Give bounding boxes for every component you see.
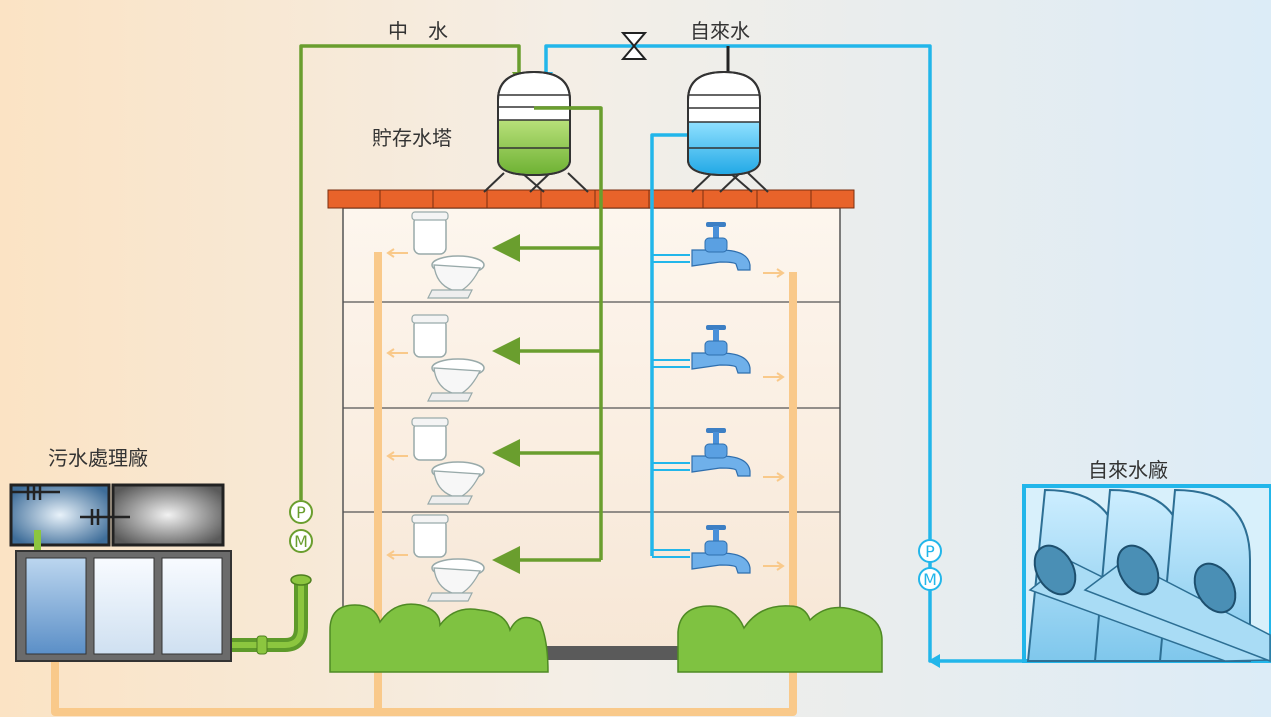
- faucets: [691, 222, 751, 574]
- faucet-icon: [691, 222, 751, 271]
- valve-icon: [620, 32, 648, 60]
- drain-arrows: [386, 248, 785, 571]
- faucet-icon: [691, 525, 751, 574]
- tap-supply-arrow-icon: [928, 654, 940, 668]
- faucet-icon: [691, 325, 751, 374]
- sewage-plant-label: 污水處理廠: [48, 446, 148, 470]
- reclaimed-water-label: 中 水: [388, 19, 448, 43]
- tap-storage-tank: [687, 70, 769, 193]
- pump-symbol-tap: P: [918, 539, 942, 563]
- toilet-icon: [411, 314, 485, 402]
- tap-branch-lines: [652, 254, 690, 558]
- toilet-icon: [411, 417, 485, 505]
- toilets: [411, 211, 485, 602]
- faucet-icon: [691, 428, 751, 477]
- wastewater-return-pipes: [51, 252, 797, 716]
- svg-text:M: M: [294, 532, 308, 551]
- pump-symbol-reclaimed: P: [289, 500, 313, 524]
- toilet-icon: [411, 514, 485, 602]
- waterworks-label: 自來水廠: [1088, 458, 1168, 482]
- toilet-icon: [411, 211, 485, 299]
- sewage-outflow-pipe: [229, 574, 312, 655]
- sewage-treatment-plant: [9, 483, 232, 662]
- waterworks: [1022, 484, 1271, 663]
- svg-text:P: P: [925, 542, 935, 561]
- svg-text:M: M: [923, 570, 937, 589]
- tap-water-label: 自來水: [690, 19, 750, 43]
- hedge-left: [329, 603, 549, 673]
- meter-symbol-tap: M: [918, 567, 942, 591]
- reclaimed-storage-tank: [483, 70, 589, 193]
- svg-text:P: P: [296, 503, 306, 522]
- hedge-right: [677, 605, 883, 673]
- storage-tower-label: 貯存水塔: [372, 126, 452, 150]
- meter-symbol-reclaimed: M: [289, 529, 313, 553]
- roof-tiles: [327, 189, 855, 209]
